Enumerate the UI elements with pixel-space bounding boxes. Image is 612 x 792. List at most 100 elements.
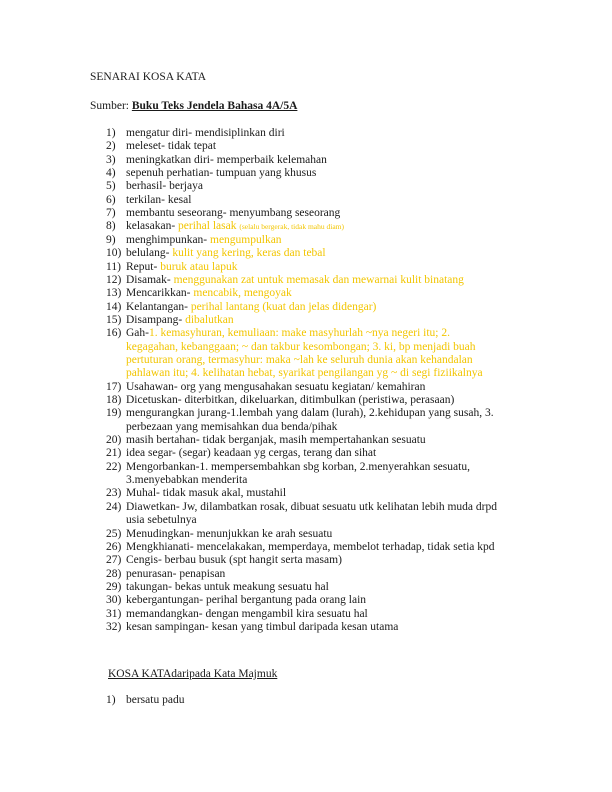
list-item-number: 18)	[106, 394, 122, 406]
list-item-text: Disampang- dibalutkan	[126, 314, 234, 327]
list-item-number: 16)	[106, 327, 122, 340]
term-text: idea segar- (segar) keadaan yg cergas, t…	[126, 447, 377, 460]
list-item-text: meningkatkan diri- memperbaik kelemahan	[126, 154, 327, 167]
list-item-text: kebergantungan- perihal bergantung pada …	[126, 594, 366, 607]
term-text: Mengorbankan-1. mempersembahkan sbg korb…	[126, 460, 470, 473]
list-item-text: bersatu padu	[126, 694, 185, 706]
term-text: memandangkan- dengan mengambil kira sesu…	[126, 607, 368, 620]
list-item-text: perbezaan yang memisahkan dua benda/piha…	[126, 421, 337, 434]
highlighted-definition: (selalu bergerak, tidak mahu diam)	[239, 222, 344, 232]
term-text: kebergantungan- perihal bergantung pada …	[126, 594, 367, 607]
list-item-number: 32)	[106, 620, 122, 633]
term-text: meleset- tidak tepat	[126, 140, 217, 153]
list-item-number: 12)	[106, 273, 122, 286]
list-item-text: Kelantangan- perihal lantang (kuat dan j…	[126, 301, 376, 314]
list-item-number: 5)	[106, 180, 116, 193]
list-item-text: Mengkhianati- mencelakakan, memperdaya, …	[126, 541, 495, 554]
term-text: terkilan- kesal	[126, 193, 192, 206]
term-text: usia sebetulnya	[126, 514, 197, 527]
term-text: mengurangkan jurang-1.lembah yang dalam …	[126, 407, 494, 420]
source-book-title: Buku Teks Jendela Bahasa 4A/5A	[131, 100, 298, 112]
list-item-text: terkilan- kesal	[126, 194, 191, 207]
highlighted-definition: pertuturan orang, termasyhur: maka ~lah …	[126, 353, 473, 366]
list-item-text: menghimpunkan- mengumpulkan	[126, 234, 282, 247]
term-text: Cengis- berbau busuk (spt hangit serta m…	[126, 554, 342, 567]
highlighted-definition: perihal lantang (kuat dan jelas didengar…	[190, 300, 377, 313]
list-item-number: 22)	[106, 460, 122, 473]
list-item-text: Mengorbankan-1. mempersembahkan sbg korb…	[126, 461, 470, 474]
list-item-number: 29)	[106, 580, 122, 593]
list-item-number: 25)	[106, 527, 122, 540]
list-item-number: 21)	[106, 447, 122, 460]
list-item-number: 1)	[106, 694, 116, 706]
list-item-text: Menudingkan- menunjukkan ke arah sesuatu	[126, 528, 332, 541]
term-text: kesan sampingan- kesan yang timbul darip…	[126, 620, 399, 633]
term-text: Kelantangan-	[126, 300, 191, 313]
list-item-number: 20)	[106, 434, 122, 447]
list-item-text: Cengis- berbau busuk (spt hangit serta m…	[126, 554, 342, 567]
term-text: 3.menyebabkan menderita	[126, 474, 248, 487]
term-text: berhasil- berjaya	[126, 180, 203, 193]
term-text: sepenuh perhatian- tumpuan yang khusus	[126, 167, 317, 180]
list-item-text: meleset- tidak tepat	[126, 140, 216, 153]
list-item-text: 3.menyebabkan menderita	[126, 474, 247, 487]
term-text: menghimpunkan-	[126, 233, 210, 246]
highlighted-definition: perihal lasak	[178, 220, 240, 233]
term-text: kelasakan-	[126, 220, 179, 233]
list-item-text: kelasakan- perihal lasak (selalu bergera…	[126, 220, 344, 233]
term-text: Disamak-	[126, 273, 174, 286]
source-line: Sumber: Buku Teks Jendela Bahasa 4A/5A	[90, 100, 297, 113]
term-text: takungan- bekas untuk meakung sesuatu ha…	[126, 580, 329, 593]
list-item-number: 11)	[106, 260, 121, 273]
highlighted-definition: buruk atau lapuk	[160, 260, 238, 273]
list-item-text: mengurangkan jurang-1.lembah yang dalam …	[126, 407, 494, 420]
list-item-text: takungan- bekas untuk meakung sesuatu ha…	[126, 581, 329, 594]
term-text: mengatur diri- mendisiplinkan diri	[126, 127, 285, 139]
highlighted-definition: mencabik, mengoyak	[193, 287, 292, 300]
list-item-number: 17)	[106, 380, 122, 393]
highlighted-definition: dibalutkan	[185, 313, 234, 326]
list-item-text: idea segar- (segar) keadaan yg cergas, t…	[126, 447, 376, 460]
term-text: penurasan- penapisan	[126, 567, 226, 580]
section2-heading-rest: daripada Kata Majmuk	[171, 668, 278, 680]
term-text: Dicetuskan- diterbitkan, dikeluarkan, di…	[126, 394, 455, 406]
list-item-text: Mencarikkan- mencabik, mengoyak	[126, 287, 292, 300]
term-text: membantu seseorang- menyumbang seseorang	[126, 207, 341, 220]
list-item-number: 26)	[106, 540, 122, 553]
list-item-number: 4)	[106, 167, 116, 180]
list-item-text: mengatur diri- mendisiplinkan diri	[126, 127, 285, 140]
list-item-text: masih bertahan- tidak berganjak, masih m…	[126, 434, 426, 447]
list-item-text: usia sebetulnya	[126, 514, 197, 527]
highlighted-definition: menggunakan zat untuk memasak dan mewarn…	[173, 273, 464, 286]
source-label: Sumber:	[90, 100, 129, 112]
list-item-number: 9)	[106, 233, 116, 246]
term-text: Mengkhianati- mencelakakan, memperdaya, …	[126, 540, 495, 553]
list-item-number: 8)	[106, 220, 116, 233]
list-item-text: kegagahan, kebanggaan; ~ dan takbur keso…	[126, 341, 476, 354]
term-text: meningkatkan diri- memperbaik kelemahan	[126, 153, 327, 166]
list-item-number: 13)	[106, 287, 122, 300]
highlighted-definition: mengumpulkan	[210, 233, 282, 246]
term-text: Muhal- tidak masuk akal, mustahil	[126, 487, 287, 500]
list-item-number: 30)	[106, 594, 122, 607]
term-text: Gah-	[126, 327, 149, 340]
list-item-number: 24)	[106, 500, 122, 513]
list-item-text: membantu seseorang- menyumbang seseorang	[126, 207, 340, 220]
list-item-text: pahlawan itu; 4. kelihatan hebat, syarik…	[126, 367, 483, 380]
list-item-number: 3)	[106, 153, 116, 166]
term-text: Menudingkan- menunjukkan ke arah sesuatu	[126, 527, 333, 540]
page-title: SENARAI KOSA KATA	[90, 71, 207, 83]
term-text: masih bertahan- tidak berganjak, masih m…	[126, 434, 426, 447]
section2-heading-main: KOSA KATA	[108, 668, 172, 680]
highlighted-definition: kulit yang kering, keras dan tebal	[172, 247, 326, 260]
list-item-number: 2)	[106, 140, 116, 153]
list-item-number: 28)	[106, 567, 122, 580]
section2-heading: KOSA KATAdaripada Kata Majmuk	[108, 668, 277, 681]
list-item-text: Reput- buruk atau lapuk	[126, 261, 237, 274]
list-item-text: pertuturan orang, termasyhur: maka ~lah …	[126, 354, 473, 367]
list-item-number: 1)	[106, 127, 116, 139]
term-text: belulang-	[126, 247, 173, 260]
list-item-text: kesan sampingan- kesan yang timbul darip…	[126, 621, 398, 634]
list-item-text: Usahawan- org yang mengusahakan sesuatu …	[126, 381, 425, 394]
